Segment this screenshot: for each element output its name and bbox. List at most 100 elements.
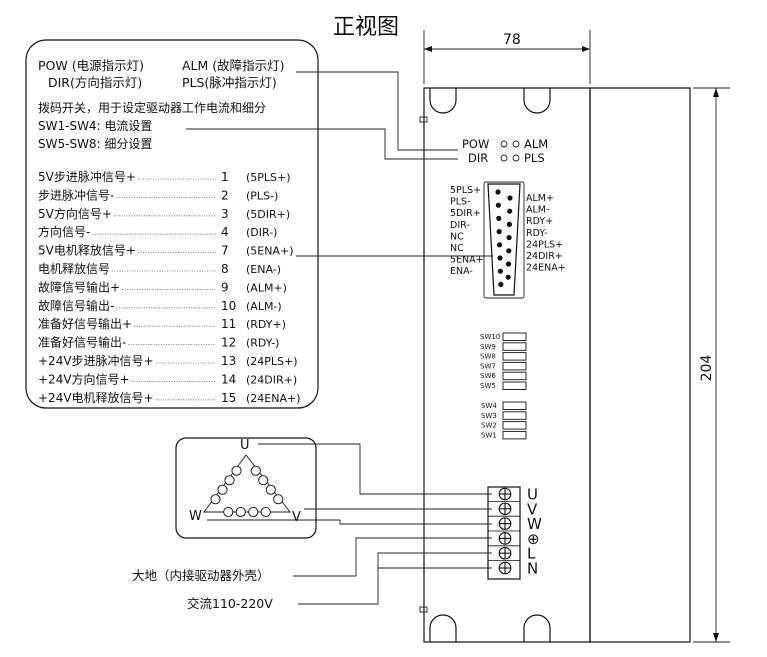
- signal-pin: 2: [221, 188, 229, 202]
- led-pls-label: PLS: [524, 151, 545, 165]
- dip-switch: [502, 401, 527, 410]
- connector-pin-label: PLS-: [450, 197, 470, 208]
- signal-row: 故障信号输出- 10 (ALM-): [38, 298, 282, 313]
- terminal-label: W: [527, 515, 542, 533]
- db15-connector: [483, 181, 525, 299]
- winding-coil: [224, 475, 235, 486]
- db15-pin: [506, 248, 512, 254]
- dip-switch: [502, 421, 527, 430]
- signal-name: 方向信号-: [38, 224, 90, 239]
- led-dir-label: DIR: [468, 151, 488, 165]
- signal-row: 准备好信号输出+11(RDY+): [38, 316, 286, 331]
- dir-label: DIR(方向指示灯): [48, 75, 142, 90]
- signal-code: (ALM+): [246, 281, 287, 294]
- terminal-label: U: [527, 486, 538, 504]
- connector-pin-label: 5PLS+: [450, 185, 481, 196]
- signal-pin: 3: [221, 207, 229, 221]
- signal-row: 故障信号输出+ 9 (ALM+): [38, 279, 287, 294]
- signal-code: (ENA-): [246, 263, 281, 276]
- motor-w-label: W: [189, 509, 202, 524]
- info-box: [25, 39, 319, 409]
- signal-row: 步进脉冲信号-2(PLS-): [38, 187, 278, 202]
- dip-switch: [502, 411, 527, 420]
- signal-name: 5V步进脉冲信号+: [38, 169, 136, 184]
- signal-pin: 15: [221, 391, 236, 405]
- dip-switch-label: SW6: [480, 372, 496, 380]
- connector-pin-label: ALM-: [526, 205, 549, 216]
- connector-pin-label: NC: [450, 243, 464, 254]
- db15-pin: [506, 235, 512, 241]
- led-pow-label: POW: [462, 137, 489, 151]
- winding-coil: [217, 484, 228, 495]
- db15-pin: [497, 268, 503, 274]
- dip-switch: [502, 332, 527, 341]
- signal-code: (5PLS+): [246, 171, 291, 184]
- signal-pin: 9: [221, 280, 229, 294]
- motor-u-label: U: [240, 438, 250, 453]
- db15-pin: [507, 195, 513, 201]
- dip-switch-label: SW3: [481, 412, 497, 420]
- ground-label: 大地（内接驱动器外壳）: [132, 568, 270, 583]
- connector-pin-label: 5ENA+: [450, 255, 484, 266]
- signal-code: (24ENA+): [246, 392, 301, 405]
- mount-tab: [419, 606, 428, 613]
- dip-switch: [502, 352, 527, 361]
- signal-name: 5V电机释放信号+: [38, 243, 136, 258]
- signal-row: 方向信号-4(DIR-): [38, 224, 277, 239]
- signal-pin: 10: [221, 299, 236, 313]
- signal-pin: 13: [221, 354, 236, 368]
- leader-lines: [186, 71, 493, 257]
- db15-pin: [498, 281, 504, 287]
- connector-pin-label: 5DIR+: [450, 208, 481, 219]
- led-dir: [500, 154, 508, 162]
- signal-name: 准备好信号输出-: [38, 335, 126, 350]
- connector-pin-label: RDY+: [526, 216, 553, 227]
- dip-switch: [502, 381, 527, 390]
- signal-list: 5V步进脉冲信号+1(5PLS+)步进脉冲信号-2(PLS-)5V方向信号+3(…: [38, 169, 301, 405]
- signal-pin: 7: [221, 244, 229, 258]
- signal-name: +24V步进脉冲信号+: [38, 353, 154, 368]
- led-pls: [512, 154, 520, 162]
- page-title: 正视图: [333, 15, 399, 40]
- connector-pin-label: RDY-: [526, 228, 548, 239]
- signal-name: +24V方向信号+: [38, 371, 130, 386]
- signal-pin: 12: [221, 336, 236, 350]
- signal-row: +24V电机释放信号+ 15 (24ENA+): [38, 390, 301, 405]
- signal-name: 故障信号输出+: [38, 279, 120, 294]
- alm-label: ALM (故障指示灯): [182, 58, 285, 73]
- power-wires: [293, 537, 492, 605]
- dip-switch-label: SW4: [481, 402, 497, 410]
- db15-pin: [505, 274, 511, 280]
- sw-current-label: SW1-SW4: 电流设置: [38, 119, 152, 133]
- signal-name: 故障信号输出-: [38, 298, 114, 313]
- signal-code: (ALM-): [246, 300, 282, 313]
- connector-pin-label: 24ENA+: [526, 263, 566, 274]
- signal-pin: 8: [221, 262, 229, 276]
- signal-code: (RDY+): [246, 318, 286, 331]
- signal-code: (5DIR+): [246, 208, 290, 221]
- dip-switch-label: SW7: [480, 362, 496, 370]
- winding-coil: [235, 506, 246, 518]
- signal-name: +24V电机释放信号+: [38, 390, 154, 405]
- signal-name: 5V方向信号+: [38, 206, 112, 221]
- terminal-block: UVW⊕LN: [487, 486, 542, 580]
- pls-label: PLS(脉冲指示灯): [182, 75, 277, 90]
- db15-pin: [497, 255, 503, 261]
- height-dimension: 204: [693, 87, 730, 643]
- height-value: 204: [699, 355, 715, 382]
- width-dimension: 78: [423, 30, 591, 84]
- winding-coil: [231, 465, 242, 476]
- signal-name: 准备好信号输出+: [38, 316, 132, 331]
- dip-switch-label: SW1: [481, 431, 497, 439]
- connector-pin-label: NC: [450, 231, 464, 242]
- mount-slot-bottom-right: [523, 614, 551, 642]
- terminal-housing: [487, 486, 521, 580]
- terminal-label: V: [527, 500, 538, 518]
- motor-windings: U W V: [189, 438, 301, 525]
- mount-slot-top-right: [523, 88, 551, 114]
- dip-switch: [502, 342, 527, 351]
- signal-code: (24PLS+): [246, 355, 298, 368]
- dip-switch-label: SW9: [480, 343, 496, 351]
